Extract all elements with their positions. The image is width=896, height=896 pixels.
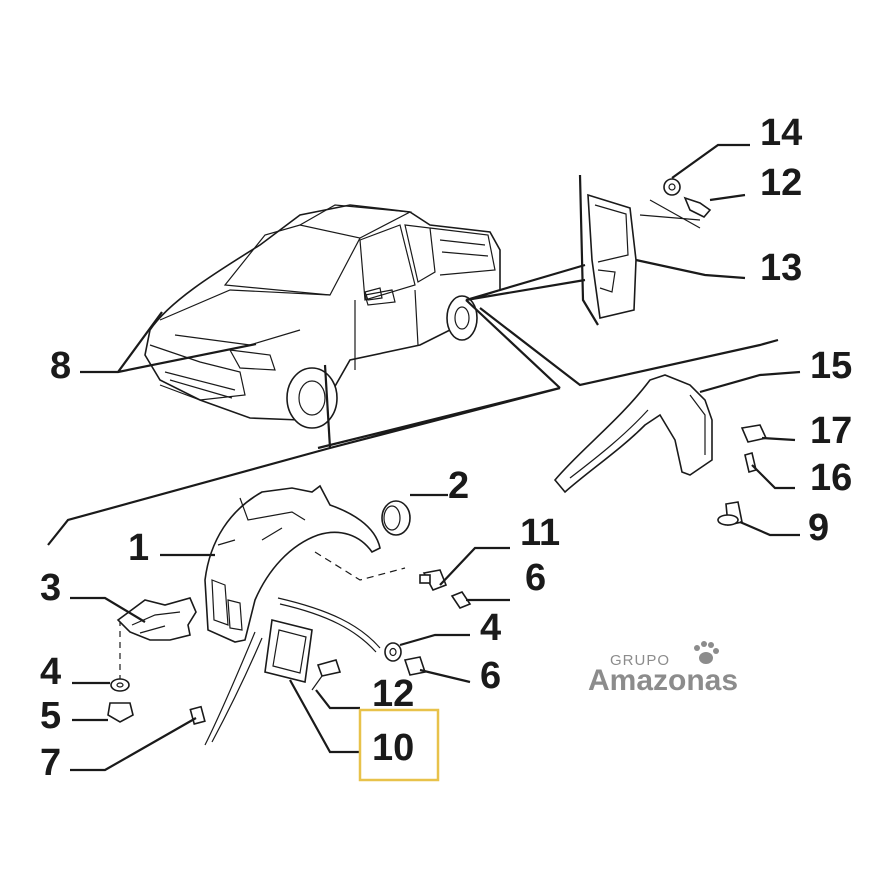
- paw-icon: [694, 641, 719, 664]
- label-10: 10: [372, 727, 414, 769]
- callout-lines: [47, 174, 779, 546]
- label-8: 8: [50, 345, 71, 387]
- grupo-amazonas-logo: GRUPO Amazonas: [588, 641, 738, 697]
- pickup-truck-illustration: [144, 204, 501, 429]
- part-labels: 1 2 3 4 4 5 6 6 7 8 9 10 11 12 12 13 14 …: [40, 112, 852, 784]
- label-leaders: [70, 143, 801, 772]
- label-13: 13: [760, 247, 802, 289]
- hardware-parts: [107, 178, 768, 723]
- wheel-arch-liner: [204, 484, 381, 643]
- rear-wheel-liner: [553, 374, 713, 494]
- label-15: 15: [810, 345, 852, 387]
- logo-small-text: GRUPO: [610, 652, 670, 669]
- label-17: 17: [810, 410, 852, 452]
- access-cover-plate: [264, 619, 313, 683]
- label-2: 2: [448, 465, 469, 507]
- label-3: 3: [40, 567, 61, 609]
- label-11: 11: [520, 512, 560, 554]
- label-6a: 6: [525, 557, 546, 599]
- label-4a: 4: [40, 651, 61, 693]
- label-12b: 12: [372, 673, 414, 715]
- label-12a: 12: [760, 162, 802, 204]
- logo-big-text: Amazonas: [588, 664, 738, 697]
- label-6b: 6: [480, 655, 501, 697]
- label-9: 9: [808, 507, 829, 549]
- splash-shield: [116, 597, 197, 641]
- label-16: 16: [810, 457, 852, 499]
- highlight-box: [358, 708, 440, 782]
- rear-arch-panel: [587, 193, 701, 319]
- label-7: 7: [40, 742, 61, 784]
- label-4b: 4: [480, 607, 501, 649]
- label-1: 1: [128, 527, 149, 569]
- label-5: 5: [40, 695, 61, 737]
- label-14: 14: [760, 112, 802, 154]
